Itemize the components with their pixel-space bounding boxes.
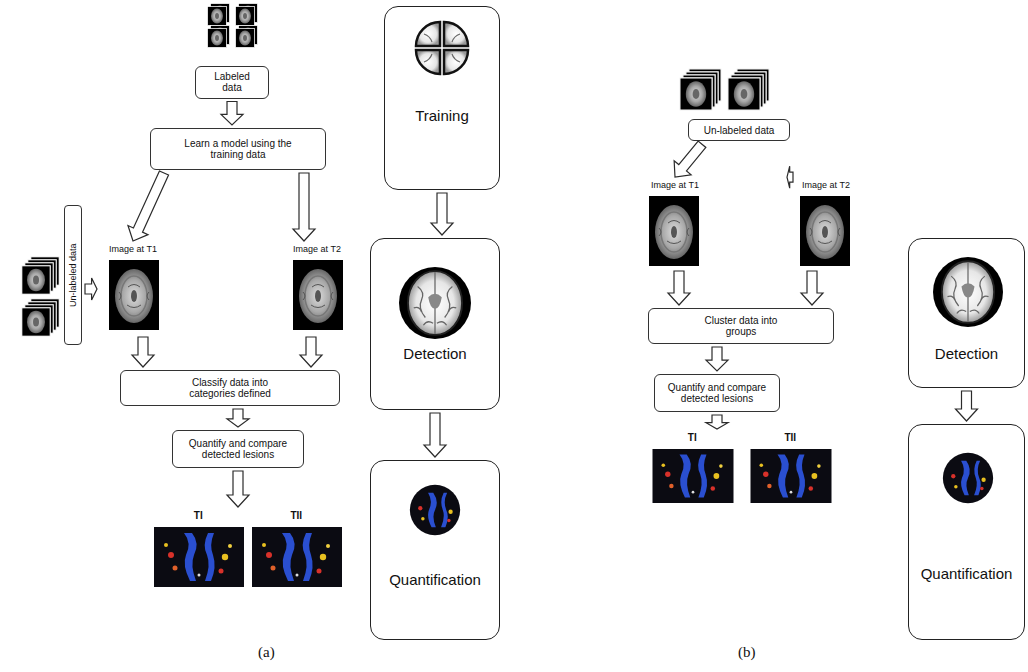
node-text: Un-labeled data <box>68 243 78 307</box>
block-arrow <box>956 391 978 421</box>
lesion-map <box>154 527 244 587</box>
process-box: Classify data into categories defined <box>120 370 340 406</box>
block-arrow <box>706 415 728 429</box>
block-arrow <box>227 409 249 427</box>
lesion-map <box>751 449 832 503</box>
stage-box: Detection <box>370 238 500 410</box>
stage-box: Quantification <box>908 424 1025 640</box>
detection-brain <box>408 271 462 335</box>
node-text: Detection <box>935 345 998 362</box>
pie-gyri <box>424 34 460 62</box>
node-text: Image at T2 <box>293 244 341 254</box>
process-box: Labeled data <box>195 66 269 99</box>
node-text: TI <box>194 510 203 522</box>
panel-label: (b) <box>738 644 756 661</box>
process-box: Cluster data into groups <box>648 308 834 344</box>
block-arrow <box>801 271 823 305</box>
detection-ground <box>933 257 1003 327</box>
mri-thumb <box>236 29 255 48</box>
process-box: Quantify and compare detected lesions <box>172 430 304 468</box>
node-text: Image at T2 <box>802 180 850 190</box>
mri-thumb <box>680 78 712 110</box>
mri-thumb <box>208 29 227 48</box>
block-arrow <box>85 278 97 300</box>
mri-thumb <box>728 78 760 110</box>
mri-image <box>800 196 850 266</box>
panel-label: (a) <box>258 644 275 661</box>
node-text: Classify data into categories defined <box>182 377 278 400</box>
pie-slice <box>444 22 468 46</box>
node-text: Quantify and compare detected lesions <box>182 438 294 461</box>
detection-ground <box>399 267 471 339</box>
node-text: Un-labeled data <box>704 125 775 137</box>
detection-brain <box>942 261 994 323</box>
node-text: Cluster data into groups <box>695 315 787 338</box>
block-arrow <box>227 471 249 507</box>
labeled-image-stack <box>208 4 258 48</box>
node-text: Quantify and compare detected lesions <box>663 382 771 405</box>
lesion-map <box>653 449 734 503</box>
result-panel: TI TII <box>644 432 840 506</box>
unlabeled-image-stack <box>680 69 769 110</box>
node-text: Labeled data <box>204 71 260 94</box>
lesion-map <box>252 527 342 587</box>
block-arrow <box>132 337 154 367</box>
block-arrow <box>128 171 169 241</box>
unlabeled-image-stack <box>22 257 60 337</box>
mri-thumb <box>236 7 255 26</box>
block-arrow <box>221 102 243 126</box>
node-text: Training <box>415 107 469 124</box>
image-panel: Image at T2 <box>282 244 352 334</box>
quantification-image <box>943 453 993 503</box>
image-panel: Image at T1 <box>100 244 166 334</box>
mri-thumb <box>22 266 51 295</box>
node-text: TI <box>688 432 697 444</box>
training-pie-icon <box>416 22 468 74</box>
mri-thumb <box>22 308 51 337</box>
result-panel: TI TII <box>150 510 346 590</box>
block-arrow <box>300 337 322 367</box>
node-text: Detection <box>403 345 466 362</box>
mri-thumb <box>208 7 227 26</box>
process-box: Quantify and compare detected lesions <box>654 374 780 412</box>
block-arrow <box>424 413 446 457</box>
mri-image <box>109 260 159 330</box>
mri-image <box>649 196 699 266</box>
image-panel: Image at T1 <box>640 180 710 268</box>
block-arrow <box>431 193 453 235</box>
pie-slice <box>444 50 468 74</box>
node-text: Image at T1 <box>651 180 699 190</box>
node-text: TII <box>784 432 796 444</box>
image-panel: Image at T2 <box>790 180 862 268</box>
node-text: Learn a model using the training data <box>182 138 294 161</box>
quantification-image <box>410 485 460 535</box>
node-text: Quantification <box>389 571 481 588</box>
pie-slice <box>416 22 440 46</box>
node-text: TII <box>290 510 302 522</box>
block-arrow <box>293 173 315 241</box>
stage-box: Detection <box>908 238 1025 388</box>
pie-slice <box>416 50 440 74</box>
block-arrow <box>787 166 793 188</box>
process-box: Learn a model using the training data <box>150 128 326 170</box>
rotated-label-box: Un-labeled data <box>64 205 82 345</box>
stage-box: Quantification <box>370 460 500 640</box>
block-arrow <box>674 141 706 177</box>
block-arrow <box>706 347 728 371</box>
node-text: Image at T1 <box>109 244 157 254</box>
process-box: Un-labeled data <box>688 119 790 141</box>
node-text: Quantification <box>921 565 1013 582</box>
block-arrow <box>668 271 690 305</box>
mri-image <box>293 260 343 330</box>
stage-box: Training <box>384 6 500 190</box>
